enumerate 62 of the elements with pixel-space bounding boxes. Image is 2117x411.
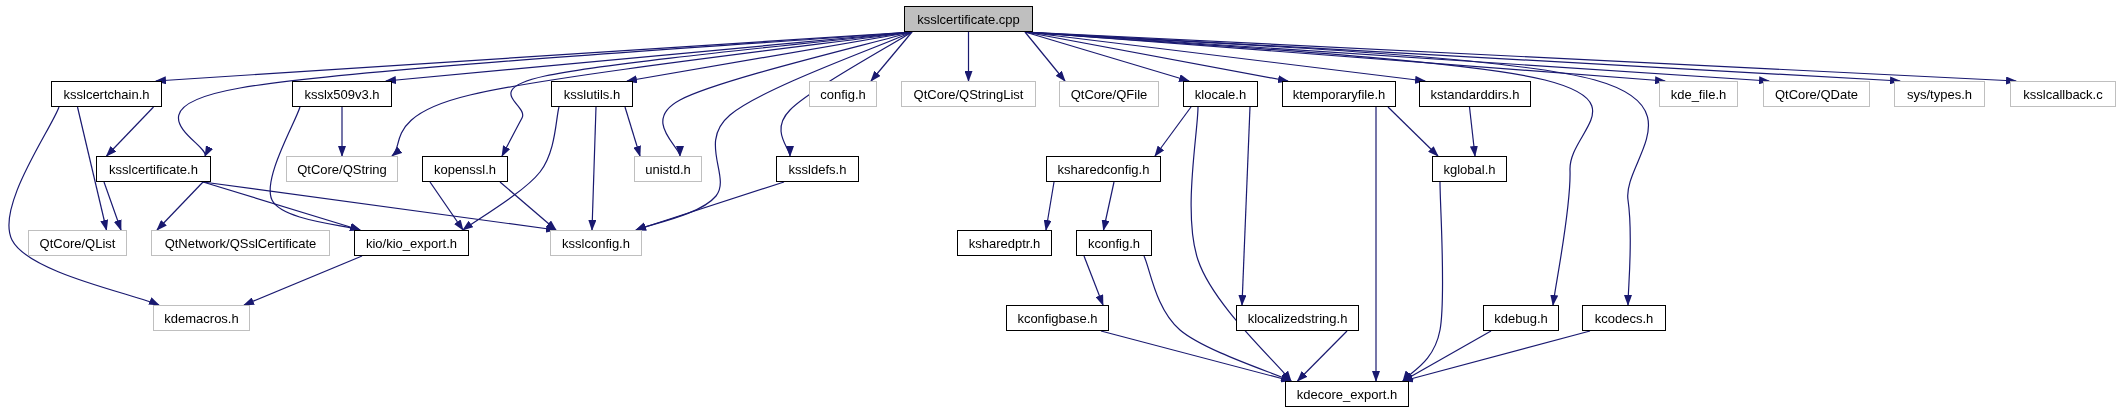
file-box: kde_file.h (1659, 81, 1738, 107)
file-box: kio/kio_export.h (354, 230, 469, 256)
arrow (105, 106, 155, 157)
arrow (1083, 255, 1104, 306)
arrow (103, 181, 122, 231)
file-box: QtCore/QString (286, 156, 398, 182)
arrow (76, 106, 109, 231)
arrow (1154, 106, 1192, 157)
arrow (462, 106, 560, 231)
file-box: unistd.h (634, 156, 702, 182)
arrow (635, 181, 785, 231)
file-box: QtCore/QStringList (901, 81, 1036, 107)
arrow (870, 31, 913, 82)
arrow (1190, 106, 1292, 382)
arrow (499, 181, 557, 231)
arrow (338, 106, 346, 157)
file-box: QtCore/QFile (1059, 81, 1159, 107)
arrow (1238, 106, 1251, 306)
file-box: ksslcertchain.h (51, 81, 162, 107)
file-box: kdebug.h (1483, 305, 1559, 331)
arrow (1043, 181, 1055, 231)
arrow (1024, 31, 1066, 82)
file-box: ksharedconfig.h (1046, 156, 1161, 182)
arrow (8, 106, 160, 306)
file-box: ksslcallback.c (2010, 81, 2116, 107)
file-box: ksslutils.h (551, 81, 633, 107)
arrow (1402, 181, 1444, 382)
file-box: ksslconfig.h (550, 230, 642, 256)
file-box: sys/types.h (1894, 81, 1985, 107)
arrow (1372, 106, 1380, 382)
arrow (964, 31, 973, 82)
file-box: kconfig.h (1076, 230, 1152, 256)
file-box: kconfigbase.h (1006, 305, 1109, 331)
arrow (588, 106, 597, 231)
arrow (243, 255, 363, 306)
arrow (429, 181, 464, 231)
arrow (1468, 106, 1478, 157)
arrow (269, 106, 361, 232)
file-box: kssldefs.h (776, 156, 859, 182)
file-box: klocalizedstring.h (1236, 305, 1359, 331)
file-box: kcodecs.h (1582, 305, 1666, 331)
file-box: ksslx509v3.h (292, 81, 392, 107)
file-box: kdecore_export.h (1285, 381, 1409, 407)
arrow (780, 31, 913, 157)
file-box: config.h (809, 81, 877, 107)
arrow (624, 106, 641, 157)
file-box: QtCore/QList (28, 230, 127, 256)
file-box: kdemacros.h (153, 305, 250, 331)
file-box: QtCore/QDate (1763, 81, 1870, 107)
file-box: QtNetwork/QSslCertificate (151, 230, 330, 256)
root-file-box: ksslcertificate.cpp (904, 6, 1033, 32)
arrow (156, 181, 204, 231)
arrow (1101, 181, 1115, 231)
file-box: kglobal.h (1432, 156, 1507, 182)
file-box: ktemporaryfile.h (1282, 81, 1396, 107)
file-box: ksharedptr.h (957, 230, 1052, 256)
arrow (1296, 330, 1348, 382)
file-box: kstandarddirs.h (1419, 81, 1531, 107)
file-box: klocale.h (1183, 81, 1258, 107)
file-box: kopenssl.h (422, 156, 508, 182)
file-box: ksslcertificate.h (96, 156, 211, 182)
arrow (1387, 106, 1439, 157)
